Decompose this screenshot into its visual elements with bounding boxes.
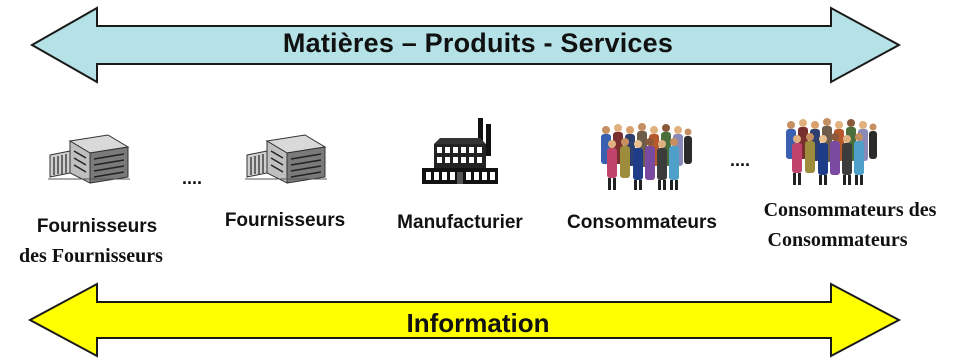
information-flow-arrow: Information [0,270,956,360]
ellipsis-2: .... [730,150,751,170]
building-icon [48,133,130,185]
node-sublabel-consumers-of-consumers: Consommateurs [767,229,908,251]
materials-flow-label: Matières – Produits - Services [282,28,674,58]
node-label-suppliers-of-suppliers: Fournisseurs [36,216,158,237]
node-label-consumers-of-consumers: Consommateurs des [763,199,937,221]
materials-flow-arrow: Matières – Produits - Services [0,0,956,90]
node-sublabel-suppliers-of-suppliers: des Fournisseurs [19,245,163,267]
node-label-suppliers: Fournisseurs [224,210,346,231]
people-group-icon [783,115,879,187]
node-label-manufacturer: Manufacturier [397,212,523,233]
people-group-icon [598,120,694,192]
factory-icon [420,116,500,188]
information-flow-label: Information [406,308,550,338]
node-label-consumers: Consommateurs [567,212,717,233]
building-icon [245,133,327,185]
ellipsis-1: .... [182,168,203,188]
